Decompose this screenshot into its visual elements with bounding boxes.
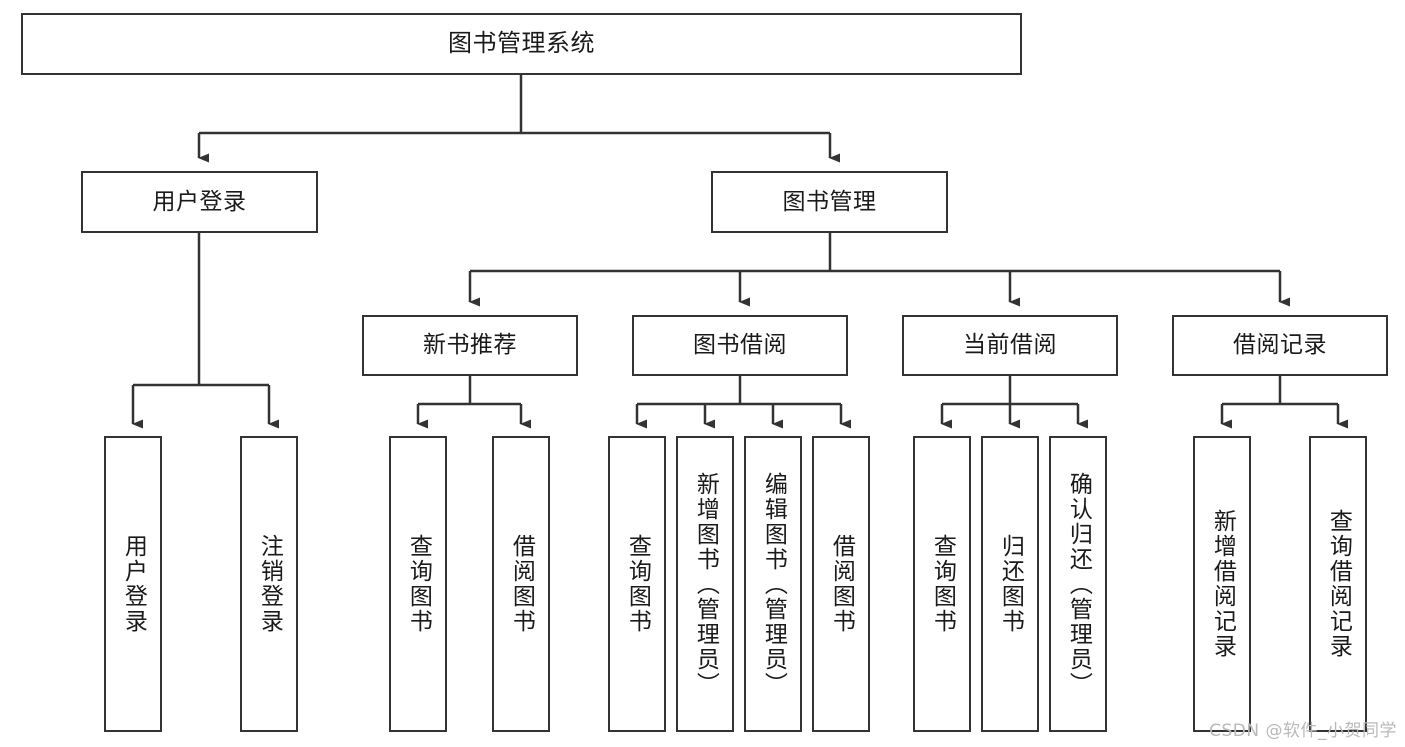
node-leaf-add-book-admin[interactable]: 新增图书（管理员）	[676, 436, 734, 732]
node-leaf-borrow-book[interactable]: 借阅图书	[812, 436, 870, 732]
node-root-book-management-system[interactable]: 图书管理系统	[21, 13, 1022, 75]
node-leaf-query-book-borrow[interactable]: 查询图书	[608, 436, 666, 732]
node-label: 新书推荐	[423, 332, 517, 359]
edge-current-borrow-stem	[940, 376, 1088, 429]
node-label: 新增借阅记录	[1209, 509, 1236, 659]
node-label: 借阅记录	[1233, 332, 1327, 359]
node-user-login[interactable]: 用户登录	[81, 171, 318, 233]
node-leaf-borrow-book-recommend[interactable]: 借阅图书	[492, 436, 550, 732]
node-label: 查询图书	[929, 534, 956, 634]
node-leaf-query-borrow-record[interactable]: 查询借阅记录	[1309, 436, 1367, 732]
node-label: 编辑图书（管理员）	[760, 471, 787, 697]
node-label: 当前借阅	[963, 332, 1057, 359]
node-leaf-edit-book-admin[interactable]: 编辑图书（管理员）	[744, 436, 802, 732]
edge-user-login-stem	[131, 233, 279, 429]
node-borrow-record[interactable]: 借阅记录	[1172, 315, 1388, 376]
node-label: 借阅图书	[508, 534, 535, 634]
node-leaf-user-login[interactable]: 用户登录	[104, 436, 162, 732]
node-label: 查询借阅记录	[1325, 509, 1352, 659]
node-leaf-return-book[interactable]: 归还图书	[981, 436, 1039, 732]
node-leaf-query-book-current[interactable]: 查询图书	[913, 436, 971, 732]
node-leaf-confirm-return-admin[interactable]: 确认归还（管理员）	[1049, 436, 1107, 732]
edge-root-bus	[197, 131, 840, 163]
node-book-manage[interactable]: 图书管理	[711, 171, 948, 233]
edge-borrow-record-stem	[1220, 376, 1348, 429]
node-current-borrow[interactable]: 当前借阅	[902, 315, 1118, 376]
node-label: 图书管理	[782, 188, 877, 215]
node-label: 用户登录	[120, 534, 147, 634]
node-label: 图书管理系统	[448, 29, 595, 58]
node-label: 确认归还（管理员）	[1065, 471, 1092, 697]
node-label: 查询图书	[405, 534, 432, 634]
node-leaf-query-book-recommend[interactable]: 查询图书	[389, 436, 447, 732]
node-leaf-add-borrow-record[interactable]: 新增借阅记录	[1193, 436, 1251, 732]
node-book-borrow[interactable]: 图书借阅	[632, 315, 848, 376]
node-label: 查询图书	[624, 534, 651, 634]
node-label: 归还图书	[997, 534, 1024, 634]
edge-book-manage-stem	[468, 233, 1290, 307]
edge-new-book-recommend-stem	[416, 376, 531, 429]
edge-book-borrow-stem	[635, 376, 851, 429]
node-label: 用户登录	[152, 188, 247, 215]
csdn-watermark: CSDN @软件_小贺同学	[1209, 721, 1397, 741]
node-label: 图书借阅	[693, 332, 787, 359]
node-label: 新增图书（管理员）	[692, 471, 719, 697]
node-new-book-recommend[interactable]: 新书推荐	[362, 315, 578, 376]
node-label: 借阅图书	[828, 534, 855, 634]
node-label: 注销登录	[256, 534, 283, 634]
node-leaf-logout[interactable]: 注销登录	[240, 436, 298, 732]
